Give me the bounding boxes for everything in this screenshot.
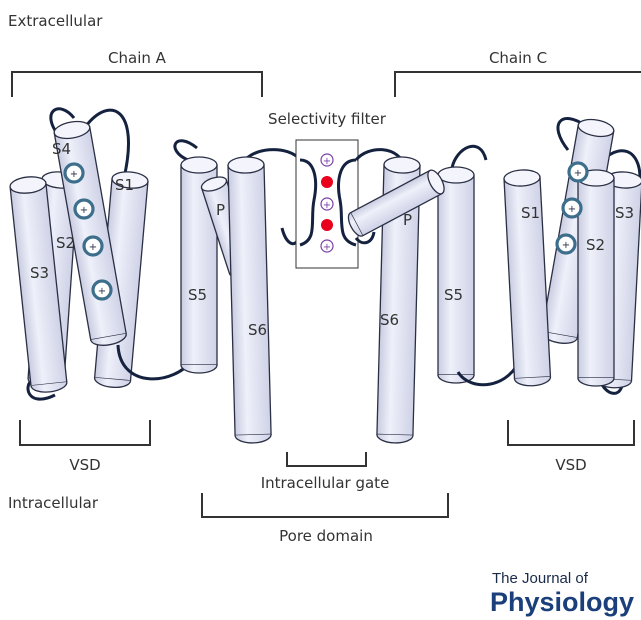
chain-a-bracket	[12, 72, 262, 97]
helix-s6-left	[228, 157, 271, 444]
extracellular-label: Extracellular	[8, 12, 103, 30]
gating-charge-plus: +	[574, 168, 582, 179]
loop-s5-top-right	[452, 146, 486, 168]
helix-s5-right	[438, 167, 474, 383]
gating-charge-plus: +	[562, 240, 570, 251]
permeant-cation-plus: +	[323, 242, 331, 253]
journal-logo-line1: The Journal of	[492, 570, 589, 587]
gating-charge-plus: +	[80, 205, 88, 216]
gating-charge-plus: +	[98, 286, 106, 297]
label-p-left: P	[216, 201, 225, 219]
label-s4-left: S4	[52, 140, 71, 158]
chain-c-bracket	[395, 72, 641, 97]
pore-domain-label: Pore domain	[279, 527, 373, 545]
helix-s1-right	[504, 169, 551, 387]
gating-charge-plus: +	[89, 242, 97, 253]
permeant-cation-plus: +	[323, 156, 331, 167]
selectivity-filter-label: Selectivity filter	[268, 110, 387, 128]
label-s3-left: S3	[30, 264, 49, 282]
label-s1-right: S1	[521, 204, 540, 222]
label-s2-right: S2	[586, 236, 605, 254]
permeant-cation-plus: +	[323, 200, 331, 211]
vsd-right-label: VSD	[555, 456, 586, 474]
chain-a-label: Chain A	[108, 49, 167, 67]
label-s5-right: S5	[444, 286, 463, 304]
ion-red	[321, 176, 333, 188]
journal-logo: The Journal of Physiology	[490, 570, 634, 617]
label-s6-right: S6	[380, 311, 399, 329]
vsd-right-bracket	[508, 420, 634, 445]
journal-logo-line2: Physiology	[490, 587, 634, 617]
gating-charge-plus: +	[70, 169, 78, 180]
label-s6-left: S6	[248, 321, 267, 339]
label-s1-left: S1	[115, 176, 134, 194]
label-s2-left: S2	[56, 234, 75, 252]
label-p-right: P	[403, 211, 412, 229]
helix-s2-right	[578, 170, 614, 386]
pore-domain-bracket	[202, 493, 448, 517]
gating-charge-plus: +	[568, 204, 576, 215]
label-s3-right: S3	[615, 204, 634, 222]
vsd-left-label: VSD	[69, 456, 100, 474]
intracellular-gate-bracket	[287, 452, 366, 466]
chain-c-label: Chain C	[489, 49, 547, 67]
intracellular-label: Intracellular	[8, 494, 99, 512]
vsd-left-bracket	[20, 420, 150, 445]
label-s5-left: S5	[188, 286, 207, 304]
ion-red	[321, 219, 333, 231]
intracellular-gate-label: Intracellular gate	[261, 474, 390, 492]
